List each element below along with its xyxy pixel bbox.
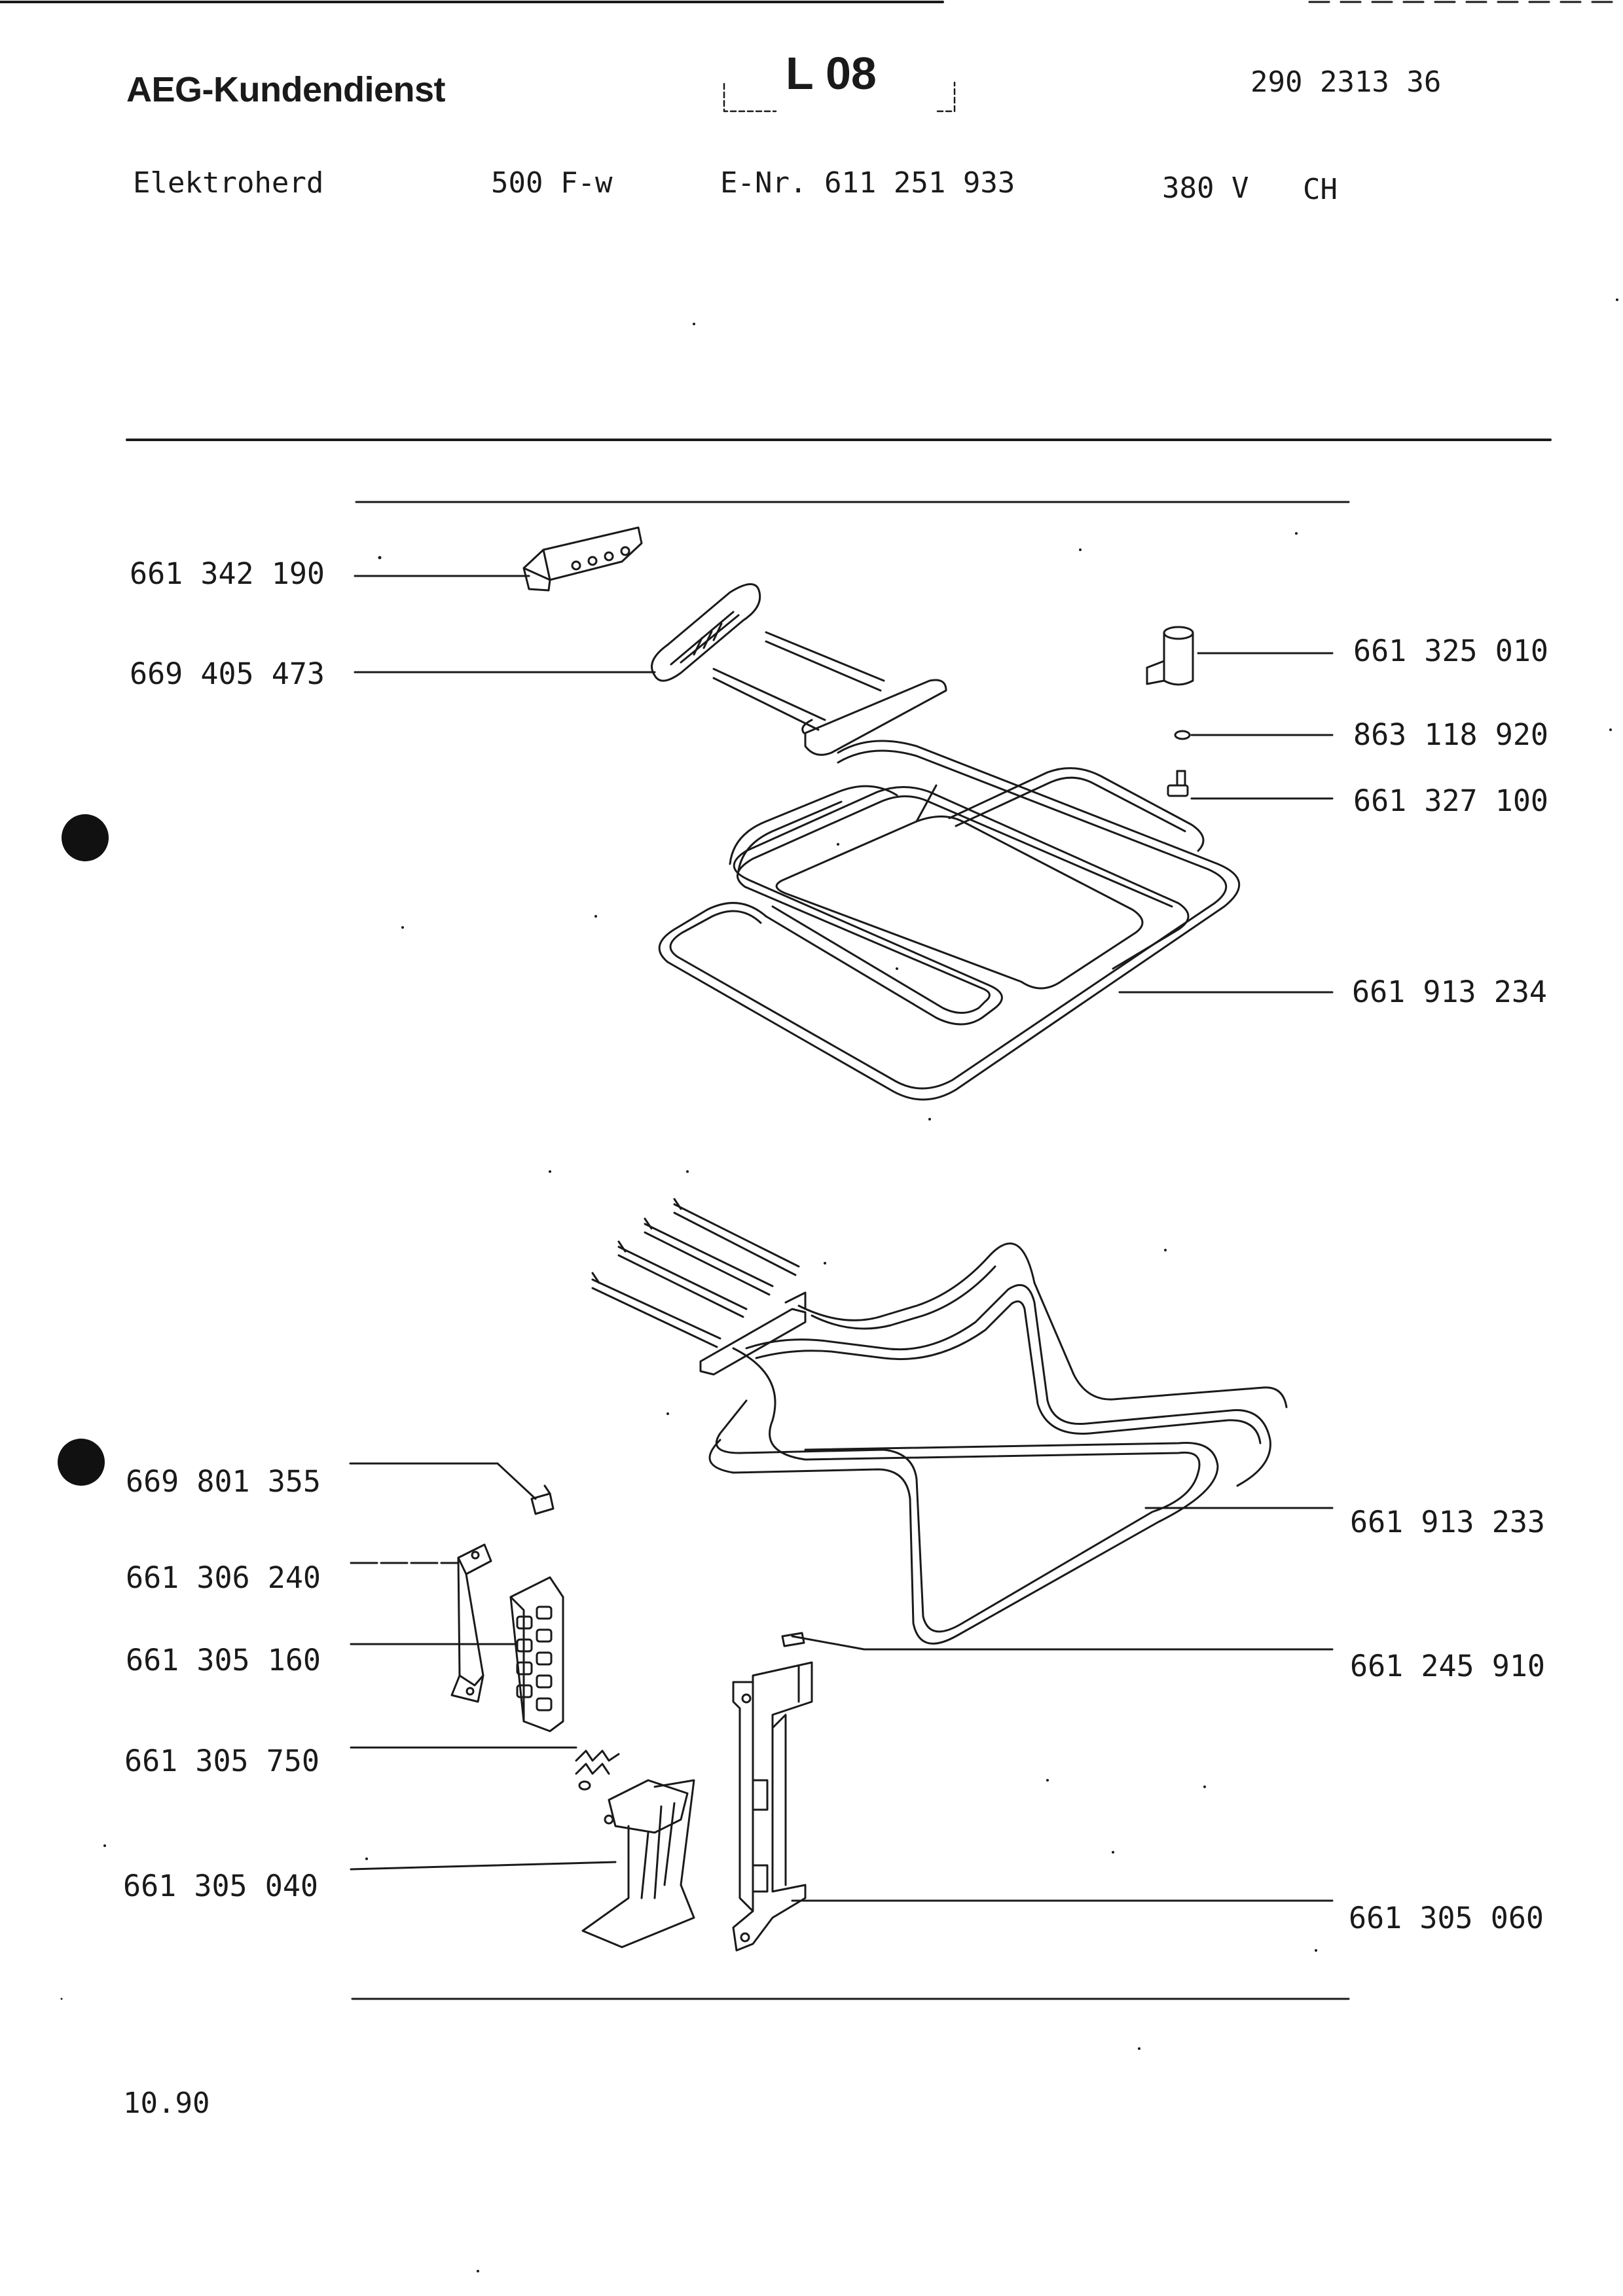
part-number-label: 661 305 040 [123, 1869, 319, 1903]
registration-dot-top [62, 814, 109, 861]
part-number-label: 661 305 750 [124, 1744, 320, 1778]
brand-title: AEG-Kundendienst [126, 70, 446, 109]
terminal-block [509, 1576, 564, 1732]
part-number-label: 669 801 355 [126, 1464, 321, 1499]
o-ring [1174, 730, 1191, 740]
part-number-label: 661 913 234 [1352, 975, 1548, 1009]
part-number-label: 661 342 190 [130, 556, 325, 591]
part-number-label: 661 913 233 [1350, 1505, 1546, 1539]
revision-date: 10.90 [123, 2087, 210, 2120]
bake-heating-element [591, 1198, 1288, 1645]
mounting-rail [732, 1661, 813, 1952]
spring-screw [575, 1749, 620, 1791]
part-number-label: 661 306 240 [126, 1560, 321, 1595]
connector-pin [1146, 626, 1194, 686]
element-holder [581, 1779, 695, 1948]
registration-dot-bottom [58, 1439, 105, 1486]
part-number-label: 863 118 920 [1353, 717, 1549, 752]
leader-line [791, 1635, 1334, 1651]
sheet-code: L 08 [786, 48, 877, 99]
grill-heating-element [658, 631, 1241, 1101]
document-number: 290 2313 36 [1250, 65, 1442, 99]
terminal-bracket [522, 526, 643, 592]
scan-specks [103, 298, 1618, 2272]
code-bracket [723, 81, 956, 113]
model-number: 500 F-w [491, 166, 613, 200]
leader-line [349, 1462, 537, 1500]
clip [530, 1484, 555, 1515]
e-number: E-Nr. 611 251 933 [720, 166, 1015, 200]
part-number-label: 661 325 010 [1353, 634, 1549, 668]
connector [781, 1632, 805, 1647]
voltage: 380 V [1162, 171, 1249, 205]
country-code: CH [1303, 173, 1338, 206]
part-number-label: 661 305 160 [126, 1643, 321, 1677]
screw [1167, 770, 1189, 797]
part-number-label: 661 245 910 [1350, 1649, 1546, 1683]
part-number-label: 661 305 060 [1349, 1901, 1544, 1935]
gasket [651, 583, 761, 682]
leader-line [350, 1861, 617, 1871]
part-number-label: 661 327 100 [1353, 783, 1549, 818]
support-bracket [450, 1543, 492, 1703]
appliance-type: Elektroherd [133, 166, 324, 200]
part-number-label: 669 405 473 [130, 656, 325, 691]
